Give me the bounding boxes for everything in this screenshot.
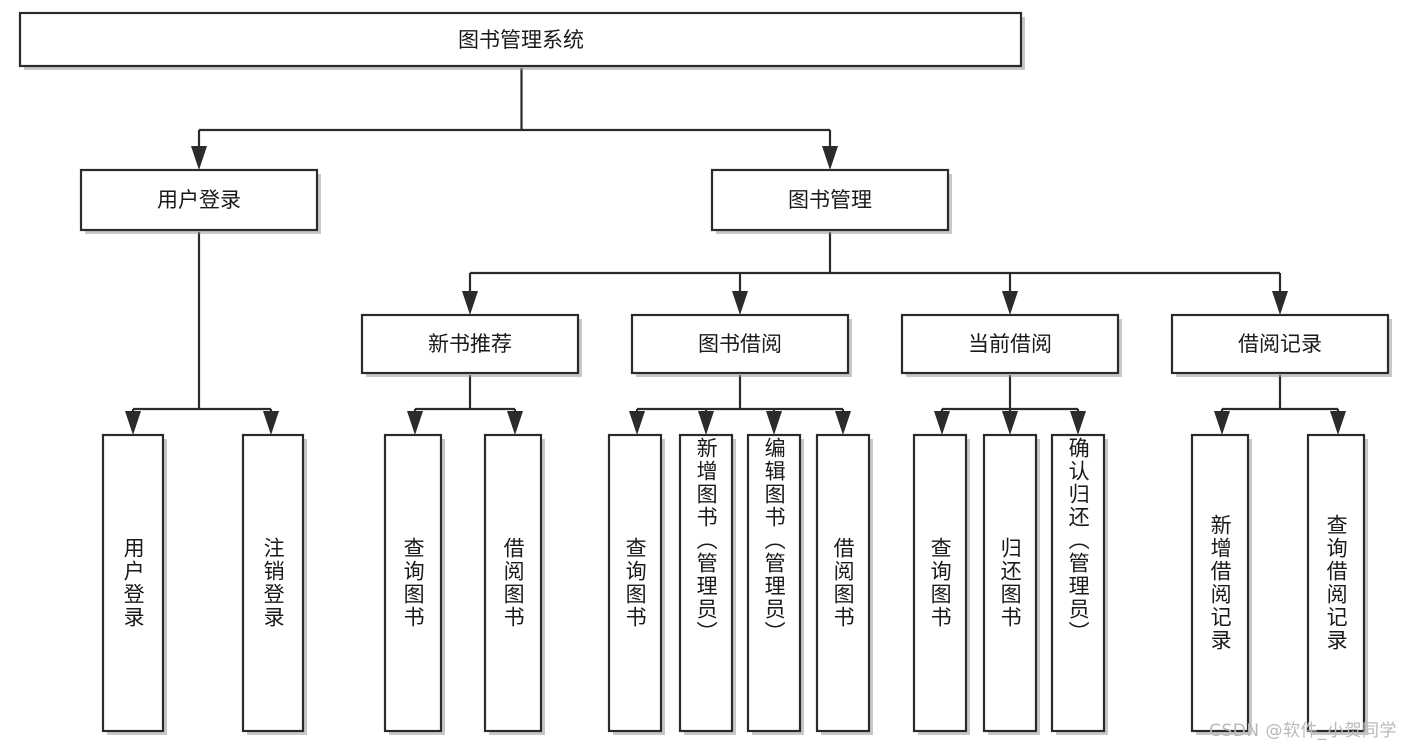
node-root[interactable]: 图书管理系统 (18, 11, 1025, 70)
node-leaf-query-book-3-box (912, 433, 968, 733)
node-current-borrow[interactable]: 当前借阅 (900, 313, 1122, 377)
connector-layer (125, 68, 1346, 435)
node-leaf-return-book-box (982, 433, 1038, 733)
node-leaf-query-book-2-box (607, 433, 663, 733)
arrow-head-leaf-user-login (125, 411, 141, 435)
node-borrow-record[interactable]: 借阅记录 (1170, 313, 1392, 377)
arrow-head-leaf-edit-book (766, 411, 782, 435)
node-leaf-add-book[interactable] (678, 433, 736, 735)
node-leaf-query-book-2[interactable] (607, 433, 665, 735)
node-layer: 图书管理系统 用户登录 图书管理 新书推荐 (18, 11, 1392, 735)
node-root-box (18, 11, 1023, 68)
arrow-head-leaf-logout (263, 411, 279, 435)
arrow-head-leaf-return-book (1002, 411, 1018, 435)
node-leaf-query-book-1[interactable] (383, 433, 445, 735)
arrow-head-book-manage (822, 146, 838, 170)
node-leaf-user-login-box (101, 433, 165, 733)
arrow-head-book-borrow (732, 291, 748, 315)
arrow-head-new-book-rec (462, 291, 478, 315)
node-user-login[interactable]: 用户登录 (79, 168, 321, 234)
node-user-login-box (79, 168, 319, 232)
arrow-head-leaf-add-record (1214, 411, 1230, 435)
node-book-manage-box (710, 168, 950, 232)
node-book-manage-label: 图书管理 (788, 188, 872, 212)
node-leaf-query-record-box (1306, 433, 1366, 733)
arrow-head-leaf-add-book (698, 411, 714, 435)
node-leaf-borrow-book-1[interactable] (483, 433, 545, 735)
arrow-head-leaf-borrow-book-1 (507, 411, 523, 435)
node-leaf-borrow-book-2-box (815, 433, 871, 733)
node-leaf-return-book[interactable] (982, 433, 1040, 735)
node-leaf-user-login[interactable] (101, 433, 167, 735)
node-borrow-record-box (1170, 313, 1390, 375)
csdn-watermark: CSDN @软件_小贺同学 (1209, 721, 1397, 741)
node-leaf-borrow-book-2[interactable] (815, 433, 873, 735)
node-leaf-query-book-1-box (383, 433, 443, 733)
node-current-borrow-box (900, 313, 1120, 375)
node-leaf-confirm-return-box (1050, 433, 1106, 733)
node-leaf-borrow-book-1-box (483, 433, 543, 733)
node-leaf-query-book-3[interactable] (912, 433, 970, 735)
arrow-head-leaf-confirm-return (1070, 411, 1086, 435)
node-leaf-confirm-return[interactable] (1050, 433, 1108, 735)
node-book-manage[interactable]: 图书管理 (710, 168, 952, 234)
node-current-borrow-label: 当前借阅 (968, 332, 1052, 356)
node-leaf-logout[interactable] (241, 433, 307, 735)
node-borrow-record-label: 借阅记录 (1238, 332, 1322, 356)
node-leaf-logout-box (241, 433, 305, 733)
node-leaf-edit-book[interactable] (746, 433, 804, 735)
node-leaf-edit-book-box (746, 433, 802, 733)
arrow-head-current-borrow (1002, 291, 1018, 315)
arrow-head-leaf-borrow-book-2 (835, 411, 851, 435)
node-new-book-rec-label: 新书推荐 (428, 332, 512, 356)
node-book-borrow[interactable]: 图书借阅 (630, 313, 852, 377)
arrow-head-leaf-query-book-3 (934, 411, 950, 435)
node-new-book-rec-box (360, 313, 580, 375)
arrow-head-leaf-query-record (1330, 411, 1346, 435)
node-new-book-rec[interactable]: 新书推荐 (360, 313, 582, 377)
node-leaf-add-record-box (1190, 433, 1250, 733)
node-book-borrow-label: 图书借阅 (698, 332, 782, 356)
arrow-head-user-login (191, 146, 207, 170)
node-leaf-query-record[interactable] (1306, 433, 1368, 735)
node-user-login-label: 用户登录 (157, 188, 241, 212)
node-book-borrow-box (630, 313, 850, 375)
node-root-label: 图书管理系统 (458, 28, 584, 52)
node-leaf-add-record[interactable] (1190, 433, 1252, 735)
arrow-head-leaf-query-book-1 (407, 411, 423, 435)
arrow-head-borrow-record (1272, 291, 1288, 315)
arrow-head-leaf-query-book-2 (629, 411, 645, 435)
node-leaf-add-book-box (678, 433, 734, 733)
